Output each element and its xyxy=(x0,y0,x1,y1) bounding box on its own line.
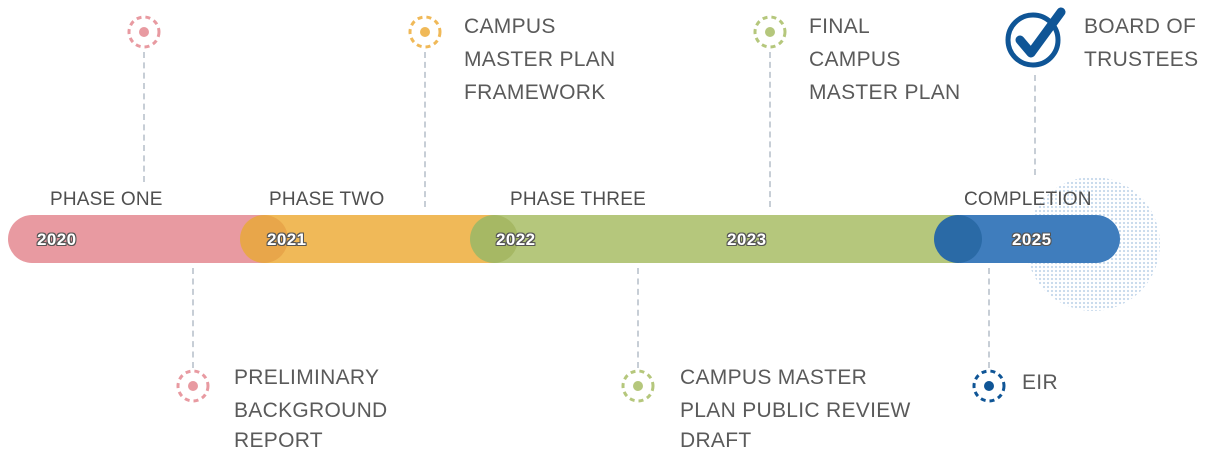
year-2022: 2022 xyxy=(496,230,536,249)
segment-completion xyxy=(960,215,1120,263)
milestone-framework-line-2: MASTER PLAN xyxy=(464,48,616,71)
marker-final-plan-icon xyxy=(753,15,787,49)
milestone-framework-line-3: FRAMEWORK xyxy=(464,81,606,104)
phase-one-label: PHASE ONE xyxy=(50,189,163,210)
year-2020: 2020 xyxy=(37,230,77,249)
marker-phase-one-icon xyxy=(127,15,161,49)
phase-three-label: PHASE THREE xyxy=(510,189,646,210)
join-circle-2022 xyxy=(470,215,518,263)
milestone-final-plan-line-3: MASTER PLAN xyxy=(809,81,961,104)
connector-public-review xyxy=(637,268,639,368)
milestone-framework-line-1: CAMPUS xyxy=(464,15,556,38)
join-circle-2021 xyxy=(240,215,288,263)
connector-framework xyxy=(424,52,426,207)
completion-label: COMPLETION xyxy=(964,189,1092,210)
milestone-public-review-line-1: CAMPUS MASTER xyxy=(680,366,868,389)
marker-framework-icon xyxy=(408,15,442,49)
phase-two-label: PHASE TWO xyxy=(269,189,385,210)
segment-phase-three xyxy=(494,215,984,263)
year-2023: 2023 xyxy=(727,230,767,249)
milestone-final-plan-line-2: CAMPUS xyxy=(809,48,901,71)
checkmark-circle-icon xyxy=(1005,7,1066,68)
connector-eir xyxy=(988,268,990,368)
connector-phase-one xyxy=(143,52,145,182)
connector-final-plan xyxy=(769,52,771,207)
marker-eir-icon xyxy=(972,369,1006,403)
milestone-public-review-line-3: DRAFT xyxy=(680,429,752,452)
connector-board xyxy=(1034,75,1036,175)
marker-preliminary-icon xyxy=(176,369,210,403)
marker-public-review-icon xyxy=(621,369,655,403)
milestone-preliminary-line-2: BACKGROUND xyxy=(234,399,388,422)
year-2021: 2021 xyxy=(267,230,307,249)
join-circle-completion xyxy=(934,215,982,263)
connector-preliminary xyxy=(192,268,194,368)
milestone-preliminary-line-1: PRELIMINARY xyxy=(234,366,380,389)
milestone-final-plan-line-1: FINAL xyxy=(809,15,871,38)
milestone-public-review-line-2: PLAN PUBLIC REVIEW xyxy=(680,399,911,422)
milestone-eir: EIR xyxy=(1022,371,1058,394)
year-2025: 2025 xyxy=(1012,230,1052,249)
milestone-preliminary-line-3: REPORT xyxy=(234,429,323,452)
milestone-board-line-1: BOARD OF xyxy=(1084,15,1197,38)
milestone-board-line-2: TRUSTEES xyxy=(1084,48,1199,71)
